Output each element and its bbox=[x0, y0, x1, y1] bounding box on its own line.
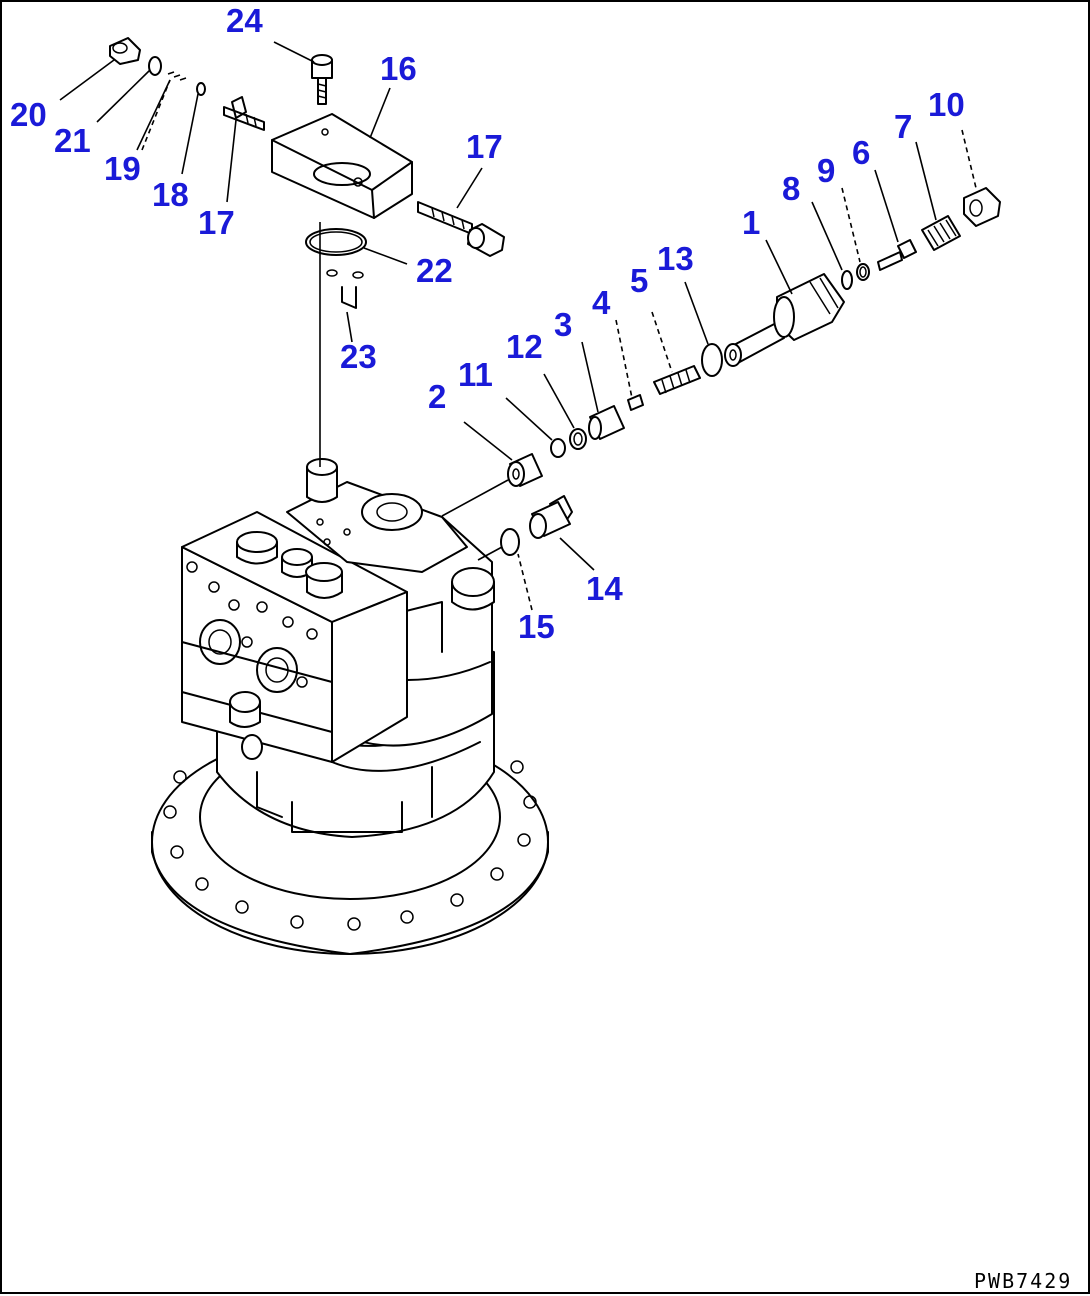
valve-block-ports bbox=[186, 561, 318, 693]
plug-20 bbox=[109, 37, 141, 65]
callout-10: 10 bbox=[928, 86, 965, 123]
relief-valve-1 bbox=[724, 273, 845, 367]
callout-3: 3 bbox=[554, 306, 572, 343]
callout-22: 22 bbox=[416, 252, 453, 289]
poppet-6 bbox=[877, 239, 917, 271]
callout-18: 18 bbox=[152, 176, 189, 213]
ball-18 bbox=[196, 82, 206, 96]
backup-ring-12 bbox=[569, 428, 587, 450]
callout-17-left: 17 bbox=[198, 204, 235, 241]
callout-4: 4 bbox=[592, 284, 611, 321]
callout-13: 13 bbox=[657, 240, 694, 277]
callout-23: 23 bbox=[340, 338, 377, 375]
assembly-lines bbox=[319, 222, 509, 561]
o-ring-21 bbox=[148, 56, 162, 76]
spring-5 bbox=[653, 365, 701, 395]
callout-11: 11 bbox=[458, 356, 493, 393]
check-valve-17-left bbox=[223, 96, 265, 131]
cap-screw-24 bbox=[311, 54, 333, 105]
seat-2 bbox=[507, 453, 543, 487]
callout-16: 16 bbox=[380, 50, 417, 87]
o-ring-22 bbox=[305, 228, 367, 256]
callout-5: 5 bbox=[630, 262, 648, 299]
valve-block-caps bbox=[236, 531, 343, 599]
o-rings-23 bbox=[326, 269, 364, 309]
callout-12: 12 bbox=[506, 328, 543, 365]
drawing-code: PWB7429 bbox=[974, 1269, 1072, 1293]
check-valve-17-right bbox=[417, 201, 505, 257]
callout-leaders bbox=[59, 41, 977, 611]
callout-labels: 1 2 3 4 5 6 7 8 9 10 11 12 13 14 15 16 1… bbox=[10, 2, 965, 645]
spring-4 bbox=[627, 394, 644, 411]
callout-14: 14 bbox=[586, 570, 623, 607]
lock-nut-10 bbox=[963, 187, 1001, 227]
o-ring-13 bbox=[701, 343, 723, 377]
callout-24: 24 bbox=[226, 2, 263, 39]
callout-15: 15 bbox=[518, 608, 555, 645]
sub-valve-block-16 bbox=[271, 113, 413, 219]
callout-20: 20 bbox=[10, 96, 47, 133]
callout-17-right: 17 bbox=[466, 128, 503, 165]
callout-8: 8 bbox=[782, 170, 800, 207]
flange-bolt-holes bbox=[163, 760, 537, 931]
swing-motor-assembly bbox=[151, 458, 549, 955]
callout-19: 19 bbox=[104, 150, 141, 187]
callout-1: 1 bbox=[742, 204, 760, 241]
callout-2: 2 bbox=[428, 378, 446, 415]
callout-7: 7 bbox=[894, 108, 912, 145]
piston-3 bbox=[588, 405, 625, 440]
ring-9 bbox=[856, 263, 870, 281]
o-ring-15 bbox=[500, 528, 520, 556]
callout-9: 9 bbox=[817, 152, 835, 189]
adjusting-screw-7 bbox=[921, 215, 961, 251]
plug-14 bbox=[529, 495, 573, 539]
o-ring-11 bbox=[550, 438, 566, 458]
spring-19 bbox=[167, 71, 187, 81]
o-ring-8 bbox=[841, 270, 853, 290]
callout-6: 6 bbox=[852, 134, 870, 171]
callout-21: 21 bbox=[54, 122, 91, 159]
